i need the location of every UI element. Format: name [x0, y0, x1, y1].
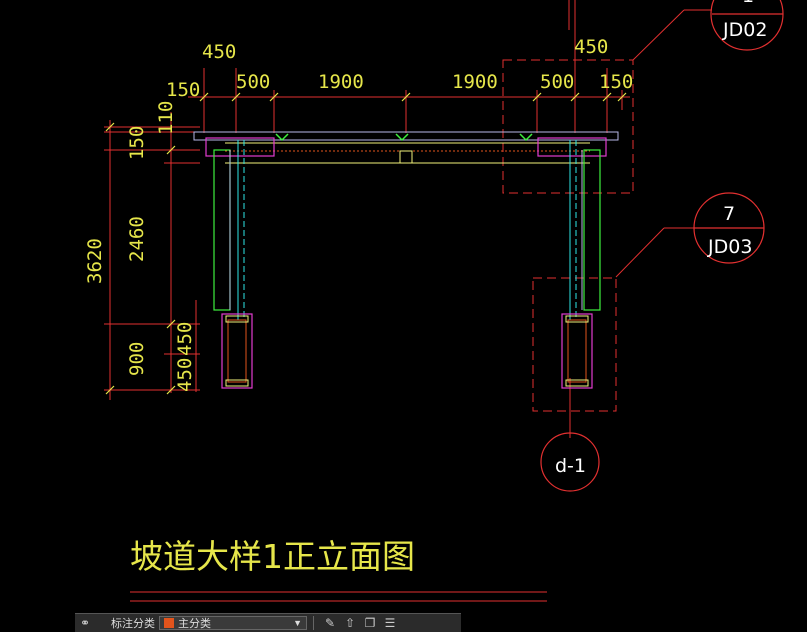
dim-150-vertical: 150: [126, 126, 148, 160]
dim-500-right: 500: [540, 71, 574, 93]
callout-d1-label: d-1: [555, 455, 586, 477]
copy-icon[interactable]: ❐: [364, 616, 376, 630]
layer-select[interactable]: 主分类 ▼: [159, 616, 307, 630]
dim-450-upper: 450: [174, 322, 196, 356]
dim-1900-right: 1900: [452, 71, 498, 93]
dim-top-450-right: 450: [574, 36, 608, 58]
dimension-ticks: [105, 92, 627, 395]
dim-top-450-left: 450: [202, 41, 236, 63]
dim-110: 110: [155, 101, 177, 135]
stack-icon[interactable]: ☰: [384, 616, 396, 630]
dim-150-left: 150: [166, 79, 200, 101]
layer-select-value: 主分类: [178, 618, 211, 630]
layers-icon[interactable]: ⚭: [79, 616, 91, 630]
detail-callout-boxes: [502, 59, 634, 412]
callout-jd02-number: 1: [742, 0, 754, 7]
dim-2460: 2460: [126, 216, 148, 262]
dim-150-right: 150: [599, 71, 633, 93]
layer-toolbar: ⚭ 标注分类 主分类 ▼ ✎ ⇧ ❐ ☰: [75, 613, 461, 632]
layer-color-swatch: [164, 618, 174, 628]
callout-jd02-label: JD02: [722, 19, 767, 41]
layer-label: 标注分类: [111, 618, 155, 630]
ramp-frame-structure: [193, 131, 619, 389]
upload-icon[interactable]: ⇧: [344, 616, 356, 630]
dropdown-arrow-icon[interactable]: ▼: [293, 618, 302, 628]
dim-3620: 3620: [84, 238, 106, 284]
dim-900: 900: [126, 342, 148, 376]
toolbar-divider: [313, 616, 314, 630]
edit-icon[interactable]: ✎: [324, 616, 336, 630]
callout-circles: [540, 0, 784, 492]
dim-1900-left: 1900: [318, 71, 364, 93]
callout-jd03-label: JD03: [707, 236, 752, 258]
dim-500-left: 500: [236, 71, 270, 93]
dim-450-lower: 450: [174, 358, 196, 392]
callout-jd03-number: 7: [723, 203, 735, 225]
drawing-title: 坡道大样1正立面图: [130, 537, 415, 576]
